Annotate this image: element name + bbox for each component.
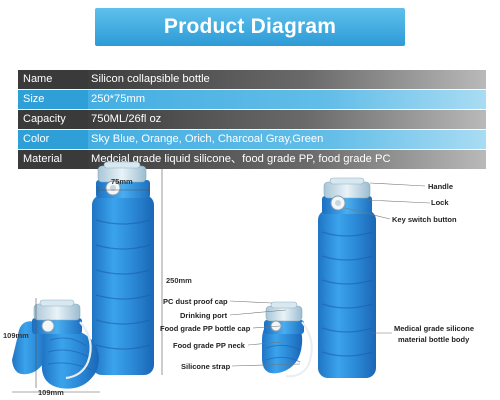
spec-row-capacity: Capacity 750ML/26fl oz [18, 110, 486, 129]
callout-body-line1: Medical grade silicone [394, 324, 475, 333]
spec-row-material: Material Medcial grade liquid silicone、f… [18, 150, 486, 169]
spec-value: Medcial grade liquid silicone、food grade… [88, 150, 486, 169]
callout-lines [229, 182, 431, 367]
folded-bottle-left [12, 299, 99, 389]
callout-dust-cap: PC dust proof cap [163, 297, 228, 306]
dimension-top-width: 75mm [111, 177, 133, 186]
callout-body-line2: material bottle body [398, 335, 470, 344]
callout-lock: Lock [431, 198, 449, 207]
dimension-folded-height: 109mm [3, 331, 29, 340]
spec-label: Material [18, 150, 88, 169]
spec-value: 250*75mm [88, 90, 486, 109]
spec-value: Sky Blue, Orange, Orich, Charcoal Gray,G… [88, 130, 486, 149]
spec-value: Silicon collapsible bottle [88, 70, 486, 89]
spec-label: Capacity [18, 110, 88, 129]
callout-strap: Silicone strap [181, 362, 231, 371]
tall-bottle-right [318, 177, 376, 378]
tall-bottle-left [92, 161, 154, 375]
spec-row-size: Size 250*75mm [18, 90, 486, 109]
spec-value: 750ML/26fl oz [88, 110, 486, 129]
spec-label: Color [18, 130, 88, 149]
spec-table: Name Silicon collapsible bottle Size 250… [18, 70, 486, 170]
folded-bottle-middle [262, 301, 313, 378]
spec-label: Name [18, 70, 88, 89]
spec-label: Size [18, 90, 88, 109]
callout-key-switch: Key switch button [392, 215, 457, 224]
page-title: Product Diagram [163, 15, 337, 38]
callout-drinking-port: Drinking port [180, 311, 228, 320]
callout-handle: Handle [428, 182, 454, 191]
callout-pp-neck: Food grade PP neck [173, 341, 245, 350]
title-banner: Product Diagram [95, 8, 405, 46]
spec-row-color: Color Sky Blue, Orange, Orich, Charcoal … [18, 130, 486, 149]
callout-bottle-cap: Food grade PP bottle cap [160, 324, 251, 333]
dimension-height: 250mm [166, 276, 192, 285]
spec-row-name: Name Silicon collapsible bottle [18, 70, 486, 89]
dimension-folded-width: 109mm [38, 388, 64, 397]
